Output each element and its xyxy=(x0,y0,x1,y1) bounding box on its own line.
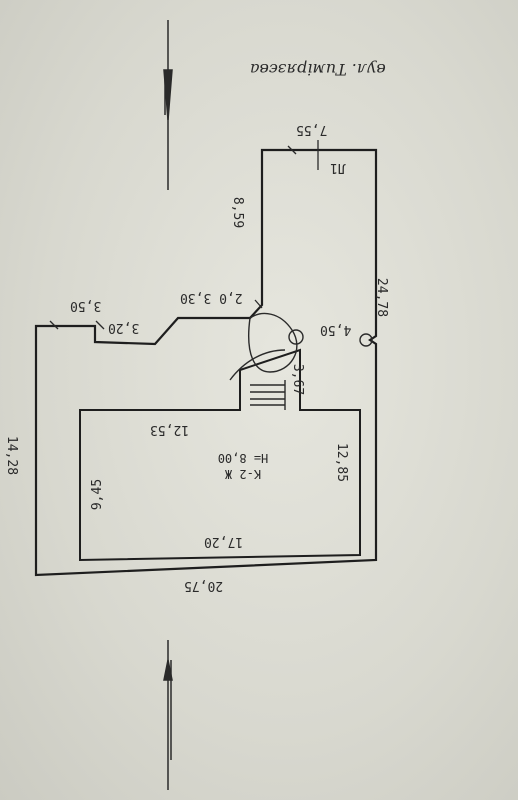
dim-inner-bottom: 17,20 xyxy=(204,534,244,549)
dim-inner-top: 12,53 xyxy=(150,422,190,437)
dim-upper-left-wall: 8,59 xyxy=(230,196,246,229)
dim-step-1: 2,0 3,30 xyxy=(180,290,243,305)
room-height: Н= 8,00 xyxy=(217,451,269,465)
dim-marker: Л1 xyxy=(330,160,346,175)
dim-outer-left: 14,28 xyxy=(4,435,20,476)
dim-inner-right: 12,85 xyxy=(334,442,350,483)
dim-inner-left: 9,45 xyxy=(90,478,106,511)
dim-outer-bottom: 20,75 xyxy=(184,578,224,593)
dim-left-top: 3,50 xyxy=(70,298,102,313)
dimension-ticks xyxy=(49,140,319,330)
room-code: К-2 Ж xyxy=(224,467,262,481)
dim-stairs: 3,67 xyxy=(290,363,306,396)
room-label: К-2 Ж Н= 8,00 xyxy=(198,450,288,482)
dim-porch: 4,50 xyxy=(320,322,352,337)
entrance-stairs xyxy=(229,312,373,410)
dim-right-wall: 24,78 xyxy=(374,277,390,318)
north-arrow-bottom xyxy=(163,640,173,790)
dim-top: 7,55 xyxy=(296,122,328,137)
street-name: вул. Тимірязєва xyxy=(250,60,386,79)
dim-notch: 3,20 xyxy=(108,320,140,335)
building-outline xyxy=(34,148,378,577)
north-arrow-top xyxy=(163,20,173,190)
inner-room-outline xyxy=(79,348,361,562)
